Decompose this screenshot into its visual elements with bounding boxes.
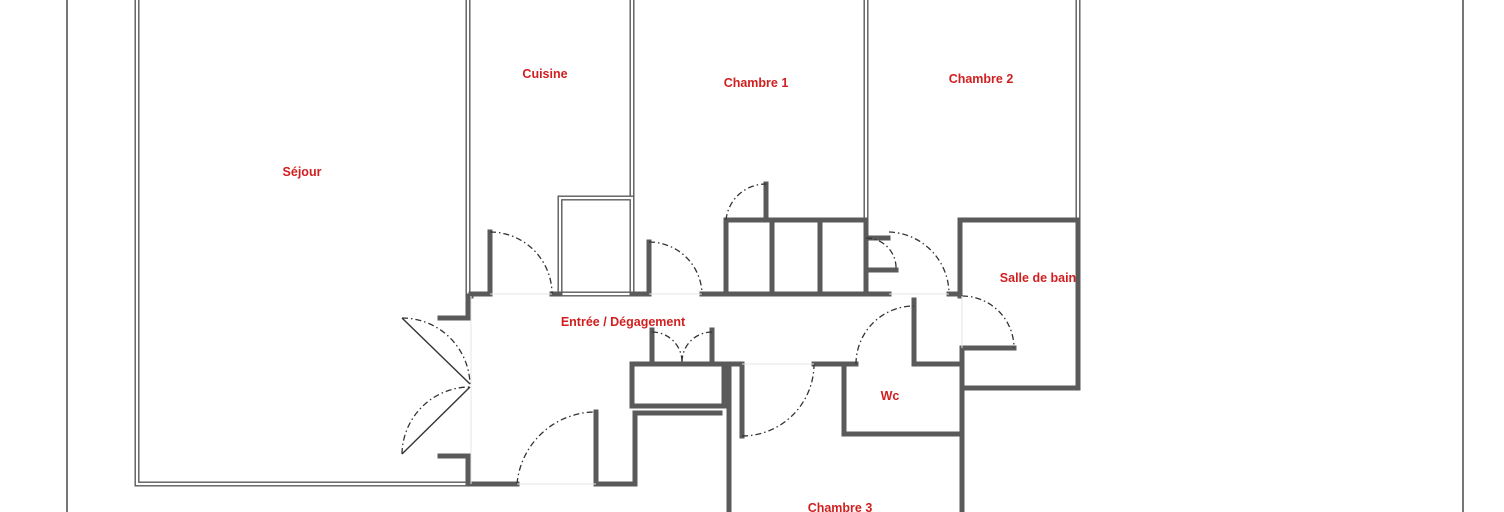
room-label-entree: Entrée / Dégagement <box>561 315 686 329</box>
doors <box>401 183 1015 485</box>
room-label-chambre-2: Chambre 2 <box>949 72 1014 86</box>
room-label-wc: Wc <box>881 389 900 403</box>
room-label-chambre-1: Chambre 1 <box>724 76 789 90</box>
room-label-sejour: Séjour <box>283 165 322 179</box>
room-label-chambre-3: Chambre 3 <box>808 501 873 512</box>
room-labels: Séjour Cuisine Chambre 1 Chambre 2 Salle… <box>283 67 1077 512</box>
sheet-border <box>66 0 1464 512</box>
openings <box>470 293 963 485</box>
walls <box>134 0 1081 512</box>
room-label-cuisine: Cuisine <box>522 67 567 81</box>
room-label-salle-de-bain: Salle de bain <box>1000 271 1076 285</box>
